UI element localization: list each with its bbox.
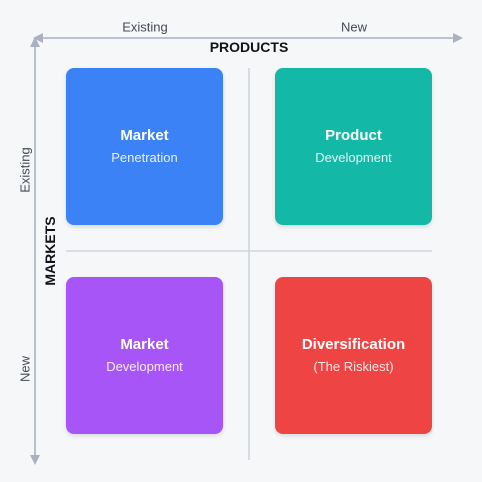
quadrant-product-development: Product Development [275,68,432,225]
quadrant-subtitle: Development [106,359,183,374]
markets-axis-arrow-bottom [30,455,40,465]
products-new-label: New [340,19,368,35]
quadrant-title: Product [325,127,382,144]
quadrant-subtitle: Development [315,150,392,165]
products-axis-arrow-left [33,33,43,43]
markets-existing-label: Existing [17,147,33,193]
markets-axis-title: MARKETS [42,216,58,286]
quadrant-title: Market [120,127,169,144]
products-axis-arrow-right [453,33,463,43]
quadrant-subtitle: (The Riskiest) [313,359,394,374]
quadrant-subtitle: Penetration [111,150,178,165]
markets-axis-arrow-top [30,37,40,47]
quadrant-title: Market [120,336,169,353]
quadrant-market-development: Market Development [66,277,223,434]
quadrant-diversification: Diversification (The Riskiest) [275,277,432,434]
quadrant-title: Diversification [301,336,406,353]
markets-new-label: New [17,355,33,383]
quadrant-market-penetration: Market Penetration [66,68,223,225]
products-existing-label: Existing [122,19,168,35]
products-axis-title: PRODUCTS [209,39,289,55]
